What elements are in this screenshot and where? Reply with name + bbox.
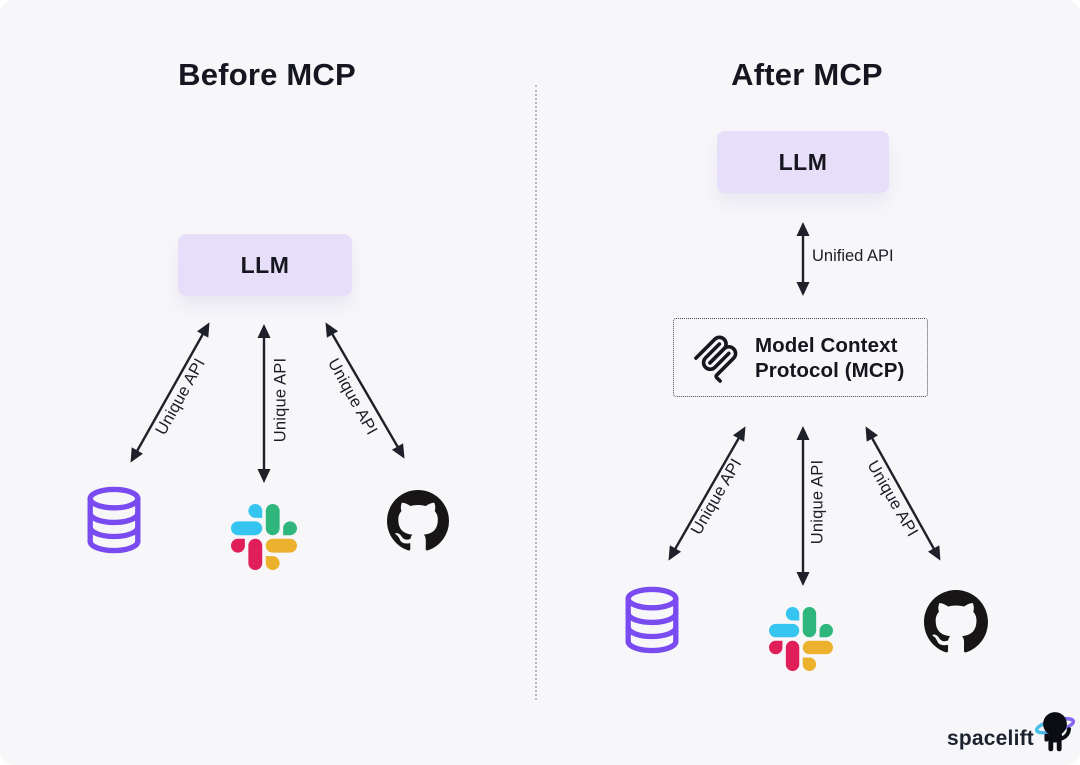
mcp-label-line1: Model Context — [755, 333, 898, 357]
github-icon — [387, 490, 449, 551]
mcp-node: Model Context Protocol (MCP) — [673, 318, 928, 397]
mcp-logo-icon — [694, 335, 738, 383]
slack-icon — [231, 504, 297, 570]
after-llm-node: LLM — [717, 131, 889, 193]
spacelift-wordmark: spacelift — [947, 727, 1034, 750]
before-llm-node: LLM — [178, 234, 352, 296]
before-panel-title: Before MCP — [178, 57, 356, 92]
arrow-after-mcp-github — [865, 426, 941, 561]
github-icon — [924, 590, 988, 653]
after-unique-api-label-slack: Unique API — [808, 459, 827, 545]
spacelift-logo: spacelift — [947, 709, 1076, 753]
unified-api-label: Unified API — [812, 247, 894, 265]
after-panel-title: After MCP — [731, 57, 883, 92]
after-llm-label: LLM — [778, 148, 828, 175]
panel-divider — [535, 85, 537, 700]
spacelift-planet-astronaut-icon — [1034, 712, 1076, 752]
before-llm-label: LLM — [240, 251, 290, 278]
mcp-label-line2: Protocol (MCP) — [755, 358, 905, 382]
database-icon — [625, 586, 679, 654]
arrow-after-mcp-database — [668, 426, 746, 561]
arrow-before-llm-database — [130, 322, 210, 463]
arrow-before-llm-github — [325, 322, 405, 459]
database-icon — [87, 486, 141, 554]
slack-icon — [769, 607, 833, 671]
mcp-node-label: Model Context Protocol (MCP) — [755, 333, 904, 383]
before-unique-api-label-slack: Unique API — [271, 357, 290, 443]
